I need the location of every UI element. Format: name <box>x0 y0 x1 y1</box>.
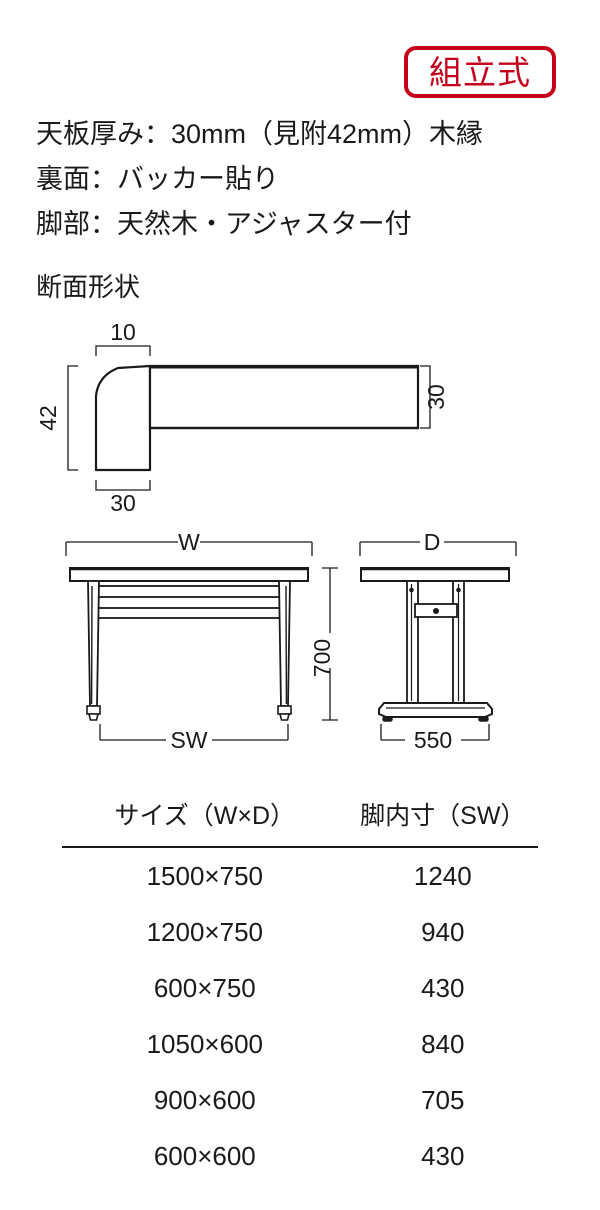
side-dim-depth-label: D <box>424 529 441 555</box>
side-elevation-view: D <box>359 529 517 753</box>
assembly-type-badge-label: 組立式 <box>429 53 531 91</box>
cross-section-dim-42: 42 <box>35 405 61 431</box>
side-left-post-bolt <box>409 587 414 593</box>
table-row: 600×750 430 <box>62 960 538 1016</box>
side-right-post-bolt <box>456 587 461 593</box>
size-table-header-size: サイズ（W×D） <box>114 802 296 830</box>
side-dim-base-bracket <box>380 724 490 741</box>
elevation-diagrams: W <box>65 529 517 753</box>
table-row: 900×600 705 <box>62 1072 538 1128</box>
side-dim-base-label: 550 <box>414 727 452 753</box>
side-base-adjuster-right <box>478 716 489 722</box>
size-table-header-sw: 脚内寸（SW） <box>360 802 526 830</box>
cross-section-heading: 断面形状 <box>36 272 141 302</box>
cross-section-dim-10: 10 <box>110 319 136 345</box>
front-dim-width-label: W <box>178 529 200 555</box>
cell-size: 1050×600 <box>146 1029 263 1059</box>
assembly-type-badge: 組立式 <box>404 46 556 98</box>
height-dim-bracket <box>322 567 338 721</box>
table-row: 1200×750 940 <box>62 904 538 960</box>
front-left-leg <box>87 580 100 707</box>
cell-size: 600×750 <box>153 973 256 1003</box>
table-row: 1500×750 1240 <box>62 847 538 904</box>
front-lower-rail <box>96 607 282 619</box>
cell-sw: 1240 <box>413 861 472 891</box>
front-right-leg <box>278 580 291 707</box>
side-base-adjuster-left <box>382 716 393 722</box>
specification-list: 天板厚み：30mm（見附42mm）木縁 裏面：バッカー貼り 脚部：天然木・アジャ… <box>36 112 576 247</box>
cross-section-diagram: 10 42 30 30 <box>35 319 449 516</box>
side-cross-rail-bolt <box>433 608 439 614</box>
cell-size: 600×600 <box>153 1141 256 1171</box>
cross-section-dim-left-bracket <box>67 365 78 471</box>
spec-line-legs: 脚部：天然木・アジャスター付 <box>36 209 412 239</box>
cross-section-dim-top-bracket <box>95 345 151 356</box>
size-table-body: 1500×750 1240 1200×750 940 600×750 430 1… <box>62 847 538 1184</box>
front-dim-sw-label: SW <box>170 727 207 753</box>
size-table: サイズ（W×D） 脚内寸（SW） 1500×750 1240 1200×750 … <box>62 796 538 1184</box>
cell-size: 900×600 <box>153 1085 256 1115</box>
front-right-adjuster <box>277 705 292 721</box>
wood-edge-profile <box>94 364 152 472</box>
front-elevation-view: W <box>65 529 313 753</box>
cross-section-panel <box>148 364 420 430</box>
cell-size: 1500×750 <box>146 861 263 891</box>
cross-section-dim-30-right: 30 <box>423 384 449 410</box>
cell-sw: 940 <box>421 917 465 947</box>
table-row: 1050×600 840 <box>62 1016 538 1072</box>
spec-line-backing: 裏面：バッカー貼り <box>36 164 279 194</box>
height-dim-label: 700 <box>309 639 335 677</box>
cell-sw: 705 <box>421 1085 465 1115</box>
cell-sw: 840 <box>421 1029 465 1059</box>
cell-sw: 430 <box>421 973 465 1003</box>
front-dim-sw-bracket <box>99 724 289 741</box>
side-dim-depth-bracket <box>359 541 517 556</box>
cross-section-dim-30-bottom: 30 <box>110 490 136 516</box>
height-dimension: 700 <box>309 567 338 721</box>
cross-section-dim-right-bracket <box>420 365 431 429</box>
cell-size: 1200×750 <box>146 917 263 947</box>
size-table-header-row: サイズ（W×D） 脚内寸（SW） <box>62 796 538 847</box>
spec-line-top-thickness: 天板厚み：30mm（見附42mm）木縁 <box>36 119 484 149</box>
cell-sw: 430 <box>421 1141 465 1171</box>
front-upper-rail <box>96 585 282 598</box>
cross-section-profile <box>94 364 152 472</box>
front-left-adjuster <box>86 705 101 721</box>
panel-body <box>148 364 420 430</box>
front-dim-width-bracket <box>65 541 313 556</box>
cross-section-dim-bottom-bracket <box>95 480 151 491</box>
table-row: 600×600 430 <box>62 1128 538 1184</box>
size-table-head: サイズ（W×D） 脚内寸（SW） <box>62 796 538 847</box>
side-base-foot <box>378 702 493 718</box>
side-left-post <box>406 580 419 704</box>
